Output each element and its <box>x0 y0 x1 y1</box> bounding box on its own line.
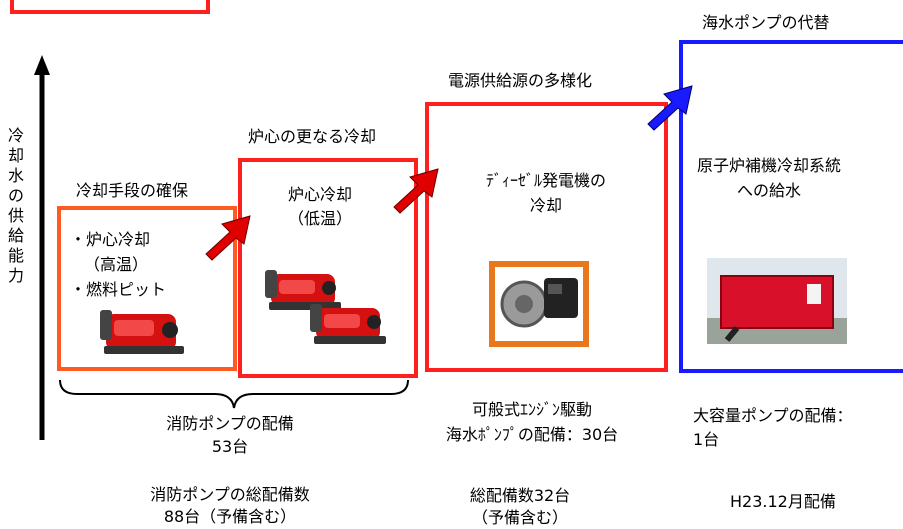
stage2-box <box>238 158 418 378</box>
stage4-line2: への給水 <box>737 181 802 200</box>
arrow-stage3-to-4 <box>647 85 693 131</box>
pump-container-icon <box>707 258 847 344</box>
stage2-header: 炉心の更なる冷却 <box>248 127 377 146</box>
total-engine-line1: 総配備数32台 <box>469 486 571 505</box>
stage2-line2: （低温） <box>287 209 352 228</box>
fire-pump-icon <box>100 310 184 354</box>
stage3-line2: 冷却 <box>529 196 562 215</box>
deploy-engine-line2: 海水ﾎﾟﾝﾌﾟの配備：30台 <box>445 425 619 444</box>
fire-pump-icon <box>310 304 386 344</box>
stage4-box <box>679 40 903 373</box>
stage1-header: 冷却手段の確保 <box>76 181 189 200</box>
stage1-line1: ・炉心冷却 <box>70 230 151 249</box>
top-left-box-fragment <box>10 0 210 14</box>
total-large: H23.12月配備 <box>730 492 836 511</box>
axis-arrow <box>34 55 50 440</box>
stage1-box <box>57 206 237 371</box>
axis-label: 冷 却 水 の 供 給 能 力 <box>7 126 24 285</box>
total-pumps-line2: 88台（予備含む） <box>163 507 297 526</box>
deploy-large-line2: 1台 <box>693 430 720 449</box>
stage2-line1: 炉心冷却 <box>287 185 352 204</box>
deploy-large-line1: 大容量ポンプの配備： <box>693 406 853 425</box>
brace <box>59 379 409 409</box>
engine-pump-icon <box>489 261 589 347</box>
stage3-line1: ﾃﾞｨｰｾﾞﾙ発電機の <box>485 171 606 190</box>
stage4-line1: 原子炉補機冷却系統 <box>697 156 842 175</box>
stage1-line3: ・燃料ピット <box>70 280 167 299</box>
stage1-line2: （高温） <box>84 255 149 274</box>
deploy-pumps-line1: 消防ポンプの配備 <box>166 414 294 433</box>
fire-pump-icon <box>265 270 341 310</box>
deploy-pumps-line2: 53台 <box>211 437 249 456</box>
deploy-engine-line1: 可般式ｴﾝｼﾞﾝ駆動 <box>471 400 592 419</box>
arrow-stage1-to-2 <box>205 215 251 261</box>
total-pumps-line1: 消防ポンプの総配備数 <box>150 485 310 504</box>
stage4-header: 海水ポンプの代替 <box>702 13 830 32</box>
stage3-box <box>425 102 668 372</box>
stage3-header: 電源供給源の多様化 <box>448 71 593 90</box>
arrow-stage2-to-3 <box>393 168 439 214</box>
total-engine-line2: （予備含む） <box>471 508 568 527</box>
